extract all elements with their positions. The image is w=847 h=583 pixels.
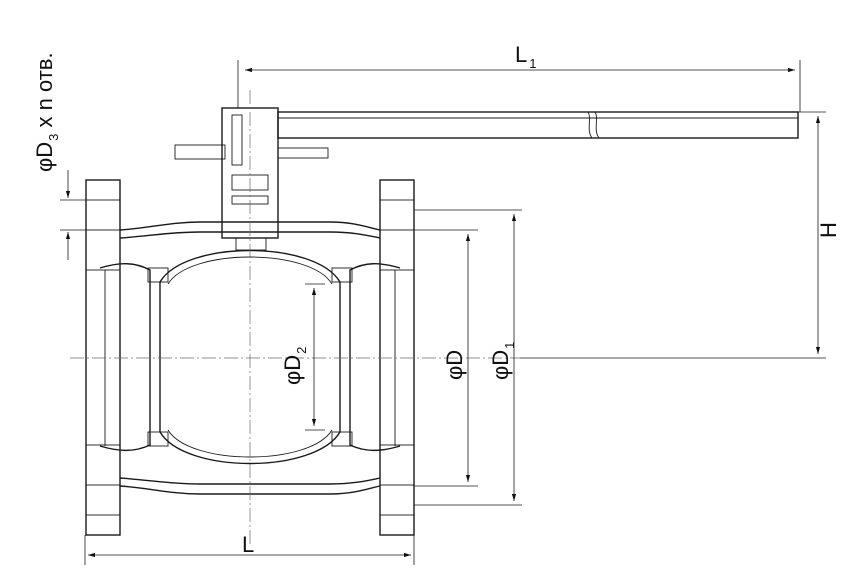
dimensions <box>60 60 826 565</box>
ball <box>147 249 353 465</box>
label-D2: φD2 <box>280 347 309 385</box>
left-flange <box>85 179 121 536</box>
label-D1: φD1 <box>488 342 517 380</box>
label-H: H <box>816 222 841 238</box>
right-flange <box>379 179 415 536</box>
label-D: φD <box>442 350 467 380</box>
center-lines <box>70 90 520 545</box>
stem-and-handle <box>174 107 799 251</box>
label-L: L <box>242 532 254 557</box>
label-D3: φD3 x n отв. <box>32 52 61 172</box>
